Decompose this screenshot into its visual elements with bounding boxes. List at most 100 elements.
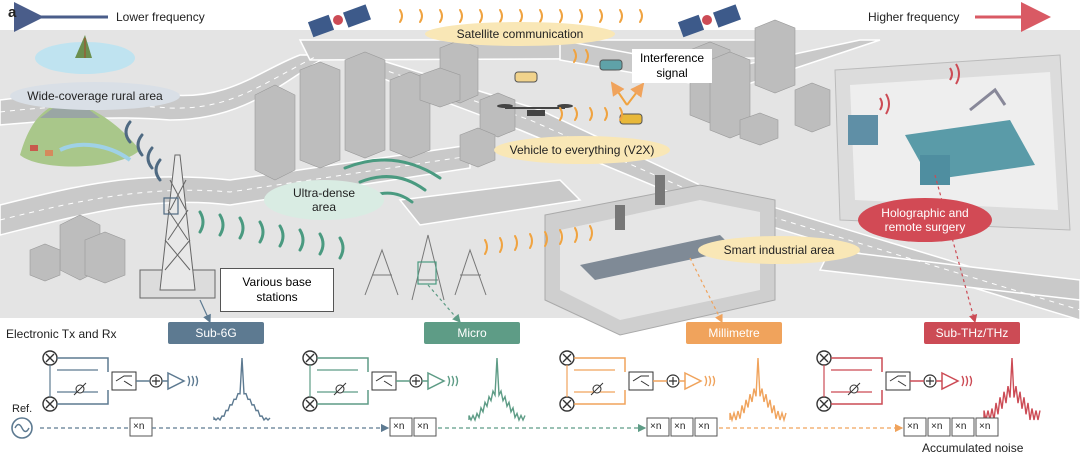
signal-line [317, 357, 369, 372]
multiplier-label: ×n [417, 421, 429, 432]
phase-shifter-arrow [333, 382, 347, 396]
mixer-cross [45, 399, 55, 409]
panel-letter: a [8, 4, 17, 21]
interference-arrows [610, 81, 645, 106]
cars [514, 59, 643, 125]
antenna-wave-icon [708, 375, 712, 387]
multiplier-box [670, 417, 694, 437]
multiplier-label: ×n [955, 421, 967, 432]
spectrum-peak [729, 357, 787, 423]
multiplier-label: ×n [650, 421, 662, 432]
splitter-lines [632, 375, 650, 387]
satellite-left [307, 4, 372, 38]
antenna-wave-icon [961, 375, 965, 387]
amplifier-icon [167, 371, 186, 391]
signal-line [574, 357, 626, 372]
band-badge-subthz: Sub-THz/THz [924, 322, 1020, 344]
antenna-wave-icon [965, 375, 969, 387]
spectrum-peak [213, 357, 271, 422]
multiplier-box [413, 417, 437, 437]
splitter-lines [889, 375, 907, 387]
signal-line [831, 390, 883, 405]
antenna-wave-icon [455, 375, 459, 387]
antenna-wave-icon [451, 375, 455, 387]
mixer-cross [819, 399, 829, 409]
multiplier-label: ×n [907, 421, 919, 432]
mixer-cross [305, 353, 315, 363]
multiplier-box [975, 417, 999, 437]
multiplier-label: ×n [674, 421, 686, 432]
electronic-txrx-label: Electronic Tx and Rx [6, 327, 117, 341]
antenna-wave-icon [969, 375, 973, 387]
amplifier-icon [941, 371, 960, 391]
smart-industrial-label: Smart industrial area [698, 236, 860, 264]
mixer-cross [819, 353, 829, 363]
multiplier-box [927, 417, 951, 437]
spectrum-peak [468, 357, 526, 422]
higher-frequency-label: Higher frequency [868, 10, 960, 24]
ref-label: Ref. [12, 403, 33, 415]
multiplier-box [903, 417, 927, 437]
lower-frequency-label: Lower frequency [116, 10, 205, 24]
rural-label: Wide-coverage rural area [10, 82, 180, 110]
antenna-wave-icon [447, 375, 451, 387]
signal-line [574, 390, 626, 405]
multiplier-label: ×n [133, 421, 145, 432]
signal-line [57, 390, 109, 405]
mixer-cross [45, 353, 55, 363]
phase-shifter-arrow [590, 382, 604, 396]
red-waves [879, 63, 960, 115]
spectrum-peak [983, 357, 1041, 421]
mixer-cross [305, 399, 315, 409]
micro-towers [364, 234, 487, 301]
splitter-lines [375, 375, 393, 387]
band-badge-sub6g: Sub-6G [168, 322, 264, 344]
drone [497, 104, 573, 116]
multiplier-label: ×n [698, 421, 710, 432]
sub6g-tower [139, 154, 216, 299]
antenna-wave-icon [195, 375, 199, 387]
multiplier-box [694, 417, 718, 437]
summing-plus [412, 377, 420, 385]
multiplier-box [129, 417, 153, 437]
multiplier-label: ×n [979, 421, 991, 432]
antenna-wave-icon [712, 375, 716, 387]
antenna-wave-icon [191, 375, 195, 387]
band-badge-micro: Micro [424, 322, 520, 344]
signal-line [317, 390, 369, 405]
multiplier-box [951, 417, 975, 437]
antenna-wave-icon [704, 375, 708, 387]
amplifier-icon [427, 371, 446, 391]
orange-waves [399, 9, 643, 255]
slate-waves [124, 120, 162, 182]
satellite-label: Satellite communication [425, 22, 615, 46]
multiplier-label: ×n [931, 421, 943, 432]
satellite-right [677, 4, 742, 38]
signal-line [57, 357, 109, 372]
signal-line [831, 357, 883, 372]
city-buildings [29, 19, 831, 284]
phase-shifter-arrow [847, 382, 861, 396]
surgery-room [834, 54, 1071, 231]
band-badge-millimetre: Millimetre [686, 322, 782, 344]
transceiver-circuits [11, 350, 1041, 439]
accumulated-noise-label: Accumulated noise [922, 441, 1024, 455]
mixer-cross [562, 399, 572, 409]
summing-plus [152, 377, 160, 385]
sine-wave-icon [14, 423, 30, 433]
splitter-lines [115, 375, 133, 387]
phase-shifter-arrow [73, 382, 87, 396]
mixer-cross [562, 353, 572, 363]
amplifier-icon [684, 371, 703, 391]
multiplier-box [646, 417, 670, 437]
multiplier-label: ×n [393, 421, 405, 432]
multiplier-box [389, 417, 413, 437]
v2x-label: Vehicle to everything (V2X) [494, 136, 670, 164]
summing-plus [926, 377, 934, 385]
